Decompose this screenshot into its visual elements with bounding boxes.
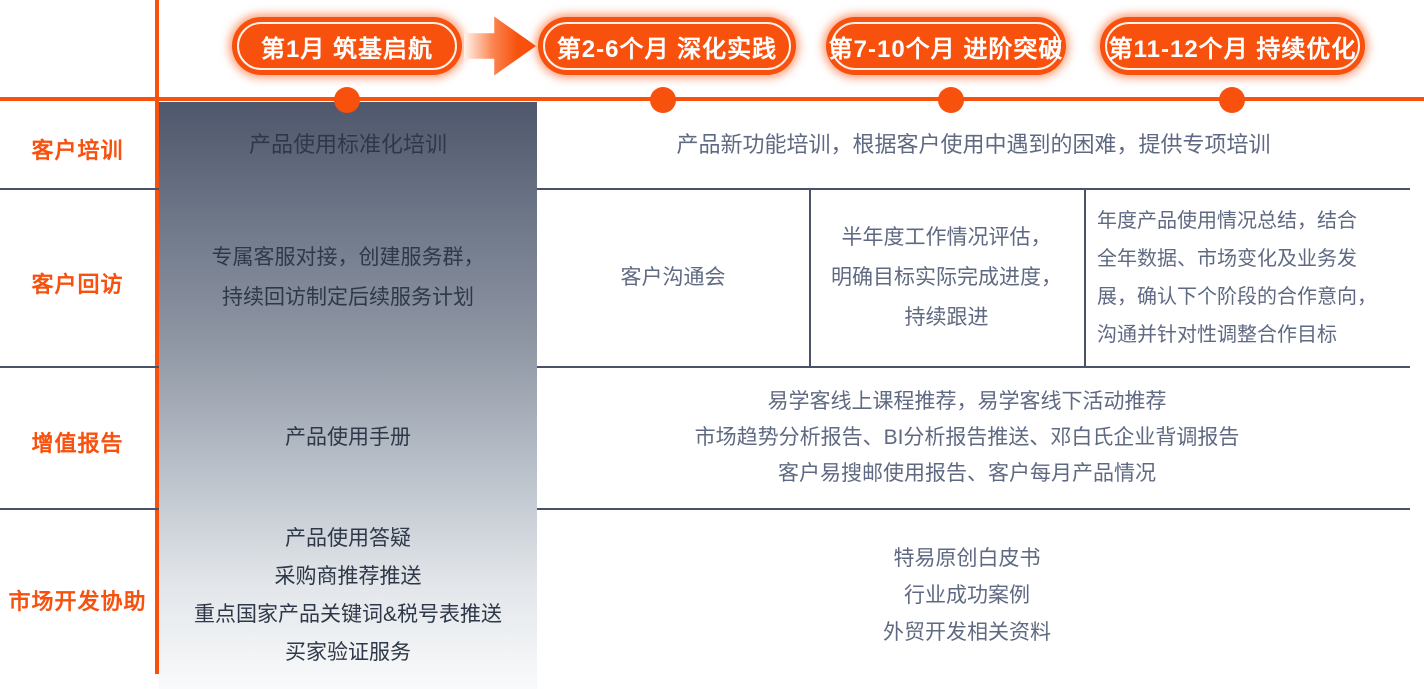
phase-pill-label: 第7-10个月 进阶突破: [828, 35, 1064, 63]
row-label-customer-training: 客户培训: [31, 138, 124, 163]
row-divider: [0, 508, 1410, 510]
phase-pill-label: 第11-12个月 持续优化: [1108, 35, 1357, 63]
timeline-dot-icon: [334, 87, 360, 113]
cell-followup-months11-12: 年度产品使用情况总结，结合 全年数据、市场变化及业务发 展，确认下个阶段的合作意…: [1097, 210, 1377, 346]
column-divider: [809, 190, 811, 366]
phase-pill-label: 第1月 筑基启航: [260, 35, 433, 63]
cell-market-month1: 产品使用答疑 采购商推荐推送 重点国家产品关键词&税号表推送 买家验证服务: [193, 527, 502, 664]
phase-pill-month1: 第1月 筑基启航: [232, 17, 462, 75]
left-vertical-rule: [155, 0, 159, 674]
cell-training-months2-12: 产品新功能培训，根据客户使用中遇到的困难，提供专项培训: [676, 132, 1271, 157]
cell-followup-months7-10: 半年度工作情况评估， 明确目标实际完成进度， 持续跟进: [831, 226, 1062, 329]
timeline-dot-icon: [650, 87, 676, 113]
row-divider: [0, 366, 1410, 368]
timeline-dot-icon: [938, 87, 964, 113]
arrow-right-icon: [464, 16, 536, 76]
phase-pill-month2-6: 第2-6个月 深化实践: [538, 17, 796, 75]
cell-followup-months2-6: 客户沟通会: [620, 266, 726, 289]
row-label-market-development: 市场开发协助: [8, 589, 147, 614]
cell-training-month1: 产品使用标准化培训: [248, 132, 447, 157]
month1-column-background: [159, 102, 537, 689]
cell-market-months2-12: 特易原创白皮书 行业成功案例 外贸开发相关资料: [883, 546, 1051, 644]
row-divider: [0, 188, 1410, 190]
row-label-customer-followup: 客户回访: [31, 272, 124, 297]
timeline-dot-icon: [1219, 87, 1245, 113]
cell-reports-months2-12: 易学客线上课程推荐，易学客线下活动推荐 市场趋势分析报告、BI分析报告推送、邓白…: [694, 390, 1240, 485]
row-label-value-added-reports: 增值报告: [31, 431, 124, 456]
column-divider: [1084, 190, 1086, 366]
cell-reports-month1: 产品使用手册: [285, 426, 411, 449]
phase-pill-month7-10: 第7-10个月 进阶突破: [826, 17, 1066, 75]
phase-pill-month11-12: 第11-12个月 持续优化: [1100, 17, 1365, 75]
timeline-line: [0, 97, 1424, 101]
phase-pill-label: 第2-6个月 深化实践: [556, 35, 778, 63]
cell-followup-month1: 专属客服对接，创建服务群， 持续回访制定后续服务计划: [211, 246, 485, 309]
